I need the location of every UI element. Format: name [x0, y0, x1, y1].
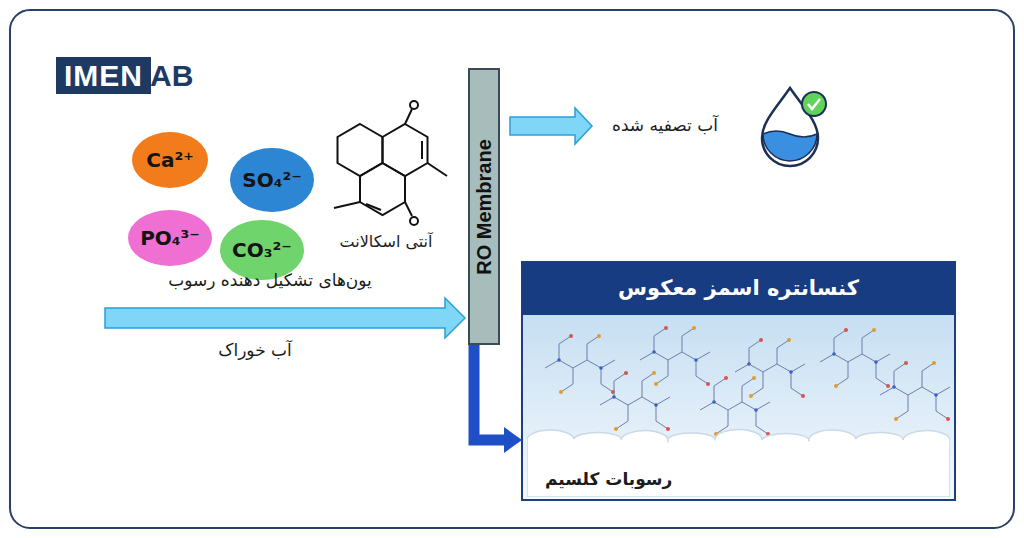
- node-text: SO₄²⁻: [242, 168, 301, 192]
- feed-arrow: [105, 298, 465, 338]
- water-drop-icon: [762, 88, 826, 166]
- ion-oval: PO₄³⁻: [128, 210, 212, 266]
- frame-border: [10, 10, 1014, 528]
- arrow-head: [504, 427, 522, 453]
- ion-oval: Ca²⁺: [132, 132, 208, 188]
- caption-label: آنتی اسکالانت: [340, 232, 433, 251]
- node-text: کنسانتره اسمز معکوس: [522, 262, 955, 315]
- flow-arrow: [474, 345, 522, 453]
- concentrate-panel: [522, 262, 955, 500]
- caption-label: آب خوراک: [218, 340, 292, 360]
- node-text: PO₄³⁻: [140, 226, 200, 250]
- node-text: Ca²⁺: [146, 148, 194, 172]
- concentrate-box: رسوبات کلسیم کنسانتره اسمز معکوس: [522, 262, 955, 500]
- sediment-cloud: رسوبات کلسیم: [527, 427, 950, 497]
- node-text: RO Membrane: [473, 139, 496, 275]
- caption-label: یون‌های تشکیل دهنده رسوب: [168, 270, 372, 290]
- node-text: رسوبات کلسیم: [545, 453, 672, 506]
- node-text: CO₃²⁻: [232, 238, 292, 262]
- node-text: IMEN: [64, 59, 143, 92]
- logo-box: IMEN: [56, 57, 151, 94]
- caption-label: آب تصفیه شده: [612, 115, 718, 135]
- logo-text: AB: [150, 57, 193, 92]
- flow-arrow-line: [474, 345, 506, 440]
- permeate-arrow: [510, 108, 592, 144]
- antiscalant-molecule: [334, 101, 447, 225]
- membrane-bar: RO Membrane: [468, 68, 500, 345]
- ion-oval: SO₄²⁻: [230, 148, 313, 212]
